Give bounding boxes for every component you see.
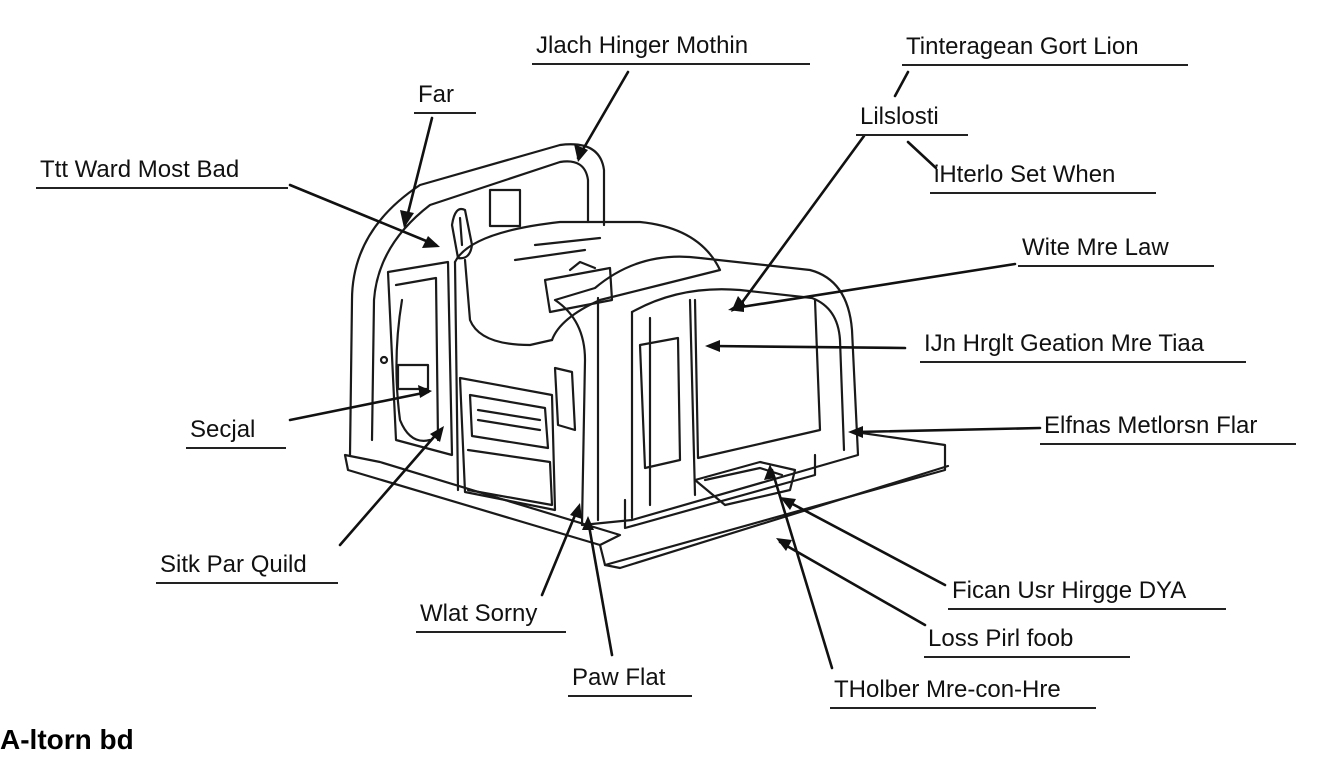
leader-wite (733, 262, 1017, 310)
label-left-top: Ttt Ward Most Bad (36, 156, 288, 189)
label-secjal: Secjal (186, 416, 286, 449)
label-right-sub: iHterlo Set When (930, 161, 1156, 194)
rear-lid-inner (370, 160, 590, 442)
leader-far (403, 116, 434, 227)
label-right-low: Elfnas Metlorsn Flar (1040, 412, 1296, 445)
leader-right-bottom2 (778, 540, 927, 627)
left-side-panel (386, 260, 454, 457)
leader-left-top (288, 183, 438, 247)
leader-paw (586, 518, 614, 657)
front-box (553, 255, 860, 527)
leader-lilslosti (736, 134, 866, 310)
label-bottom-center: THolber Mre-con-Hre (830, 676, 1096, 709)
leader-secjal (288, 390, 430, 422)
leader-left-low (338, 428, 442, 547)
label-right-bottom2: Loss Pirl foob (924, 625, 1130, 658)
label-paw: Paw Flat (568, 664, 692, 697)
main-body-top (453, 220, 722, 342)
label-right-bottom1: Fican Usr Hirgge DYA (948, 577, 1226, 610)
leader-right-bottom1 (783, 498, 947, 587)
drawer-unit (458, 376, 557, 512)
leader-right-mid (710, 344, 907, 350)
label-far: Far (414, 81, 476, 114)
leader-what (540, 506, 580, 597)
leader-right-low (853, 426, 1042, 434)
label-left-low: Sitk Par Quild (156, 551, 338, 584)
leader-top-center (576, 70, 630, 160)
leader-right-sub (906, 140, 938, 170)
leader-bottom-center (770, 468, 834, 670)
base-tray (343, 453, 622, 547)
label-wite: Wite Mre Law (1018, 234, 1214, 267)
lid-window (488, 188, 522, 228)
figure-caption: A-ltorn bd (0, 724, 134, 755)
label-top-right: Tinteragean Gort Lion (902, 33, 1188, 66)
label-top-center: Jlach Hinger Mothin (532, 32, 810, 65)
leader-top-right (893, 70, 910, 98)
label-lilslosti: Lilslosti (856, 103, 968, 136)
rear-lid-outline (348, 143, 606, 457)
lid-handle (450, 207, 474, 260)
label-what: Wlat Sorny (416, 600, 566, 633)
label-right-mid: IJn Hrglt Geation Mre Tiaa (920, 330, 1246, 363)
